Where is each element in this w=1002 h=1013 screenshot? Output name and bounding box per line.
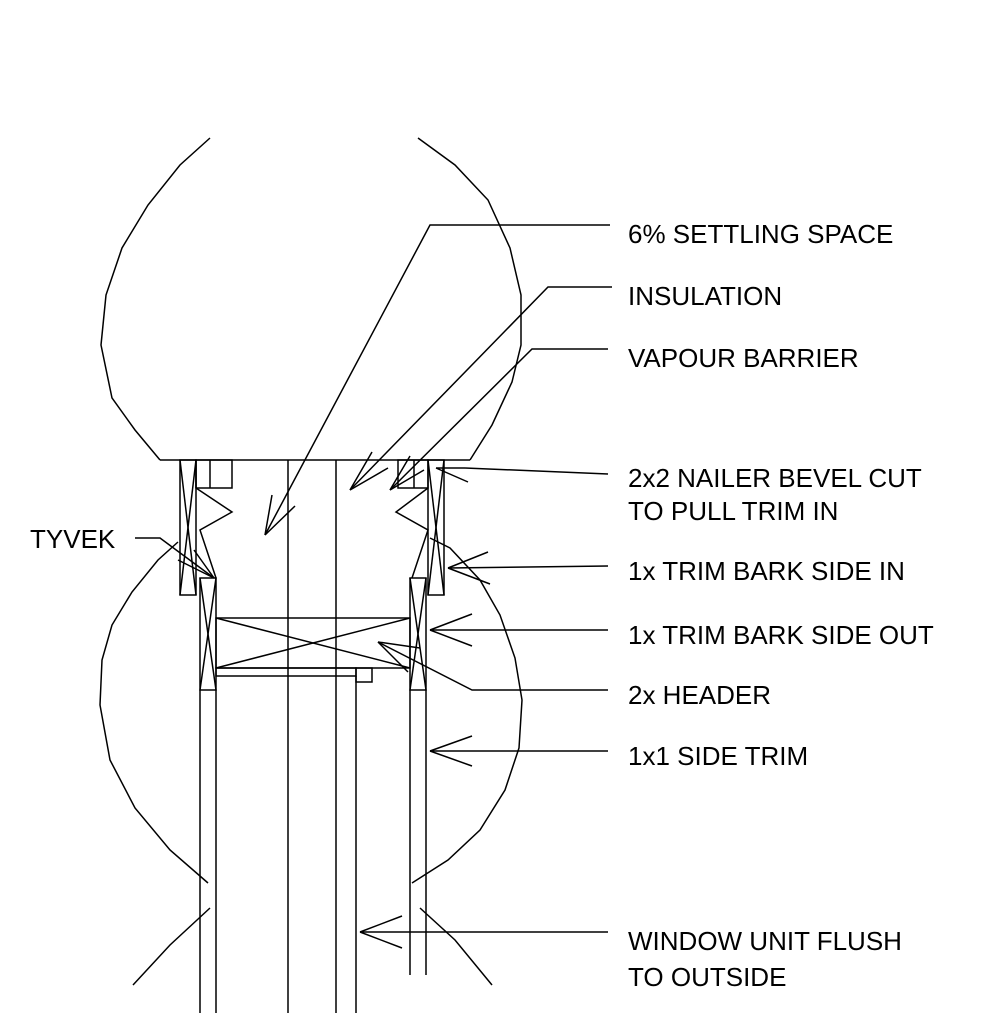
upper-log [100,137,522,461]
label-settling-space: 6% SETTLING SPACE [628,219,893,249]
label-nailer-line1: 2x2 NAILER BEVEL CUT [628,463,922,493]
leader-tyvek [135,537,215,579]
window-unit [287,460,357,1013]
lower-log [99,537,523,884]
bottom-log-left [132,907,211,986]
leader-insulation [349,286,612,491]
header-2x [215,617,411,683]
right-nailer-assembly [394,459,445,596]
label-window-line1: WINDOW UNIT FLUSH [628,926,902,956]
left-trim-out [199,577,217,691]
label-vapour-barrier: VAPOUR BARRIER [628,343,859,373]
label-trim-in: 1x TRIM BARK SIDE IN [628,556,905,586]
side-trim [199,690,427,1013]
leader-nailer [435,467,609,483]
leader-trim-out [429,613,608,647]
bottom-log-right [419,907,493,986]
leader-trim-in [447,551,609,585]
label-tyvek: TYVEK [30,524,116,554]
right-trim-out [409,577,427,691]
label-insulation: INSULATION [628,281,782,311]
leader-side-trim [429,735,608,767]
label-side-trim: 1x1 SIDE TRIM [628,741,808,771]
left-nailer-assembly [179,459,234,596]
label-trim-out: 1x TRIM BARK SIDE OUT [628,620,934,650]
label-window-line2: TO OUTSIDE [628,962,786,992]
label-header: 2x HEADER [628,680,771,710]
leader-window-unit [359,915,608,949]
leader-settling-space [264,224,610,536]
label-nailer-line2: TO PULL TRIM IN [628,496,838,526]
leader-header [377,641,608,691]
leader-vapour-barrier [389,348,608,491]
